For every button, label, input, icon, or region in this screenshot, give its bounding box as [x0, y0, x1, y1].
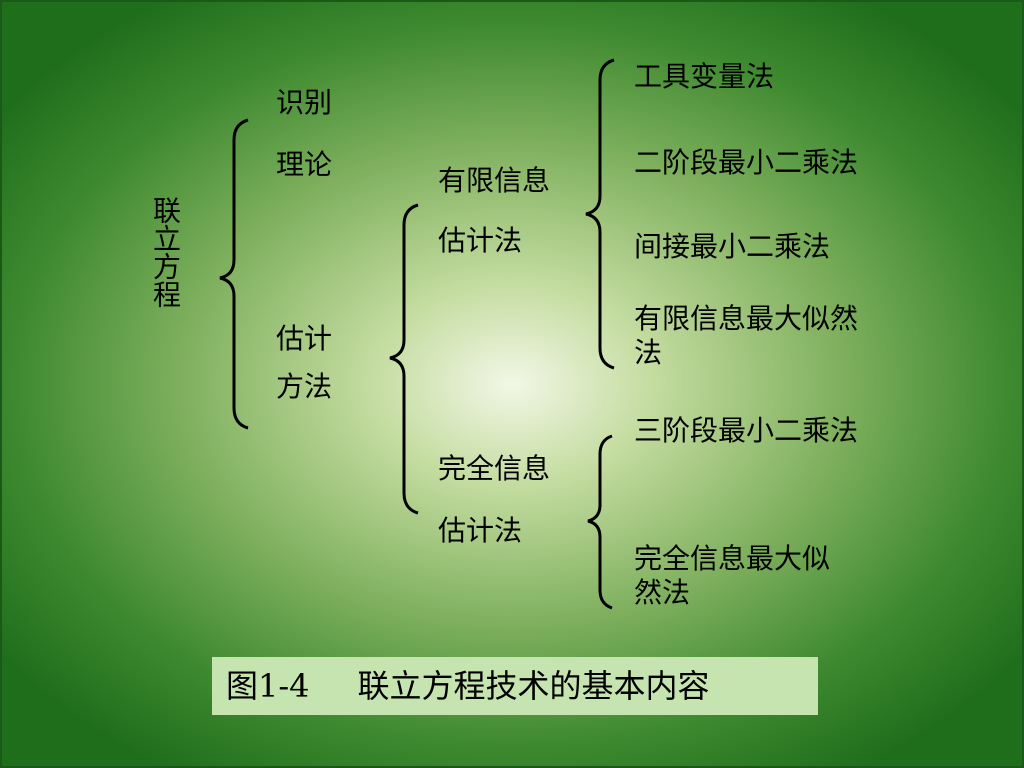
brace-root: [219, 118, 249, 430]
branch-identification-line2: 理论: [276, 148, 333, 181]
sub-limited-line1: 有限信息: [438, 164, 551, 197]
method-ils: 间接最小二乘法: [634, 230, 831, 263]
branch-identification-line1: 识别: [276, 86, 333, 119]
root-label: 联立方程: [149, 196, 182, 308]
method-3sls: 三阶段最小二乘法: [634, 414, 859, 447]
sub-full-line2: 估计法: [438, 514, 523, 547]
brace-full: [587, 434, 613, 610]
figure-title: 联立方程技术的基本内容: [357, 667, 710, 705]
figure-number: 图1-4: [226, 667, 310, 705]
brace-estimation: [389, 203, 419, 515]
branch-estimation-line1: 估计: [276, 322, 333, 355]
branch-estimation-line2: 方法: [276, 370, 333, 403]
method-liml: 有限信息最大似然法: [634, 302, 859, 369]
method-2sls: 二阶段最小二乘法: [634, 146, 859, 179]
brace-limited: [585, 58, 615, 370]
method-iv: 工具变量法: [634, 60, 775, 93]
method-fiml: 完全信息最大似然法: [634, 542, 831, 609]
sub-limited-line2: 估计法: [438, 224, 523, 257]
sub-full-line1: 完全信息: [438, 452, 551, 485]
figure-caption: 图1-4 联立方程技术的基本内容: [212, 657, 818, 715]
